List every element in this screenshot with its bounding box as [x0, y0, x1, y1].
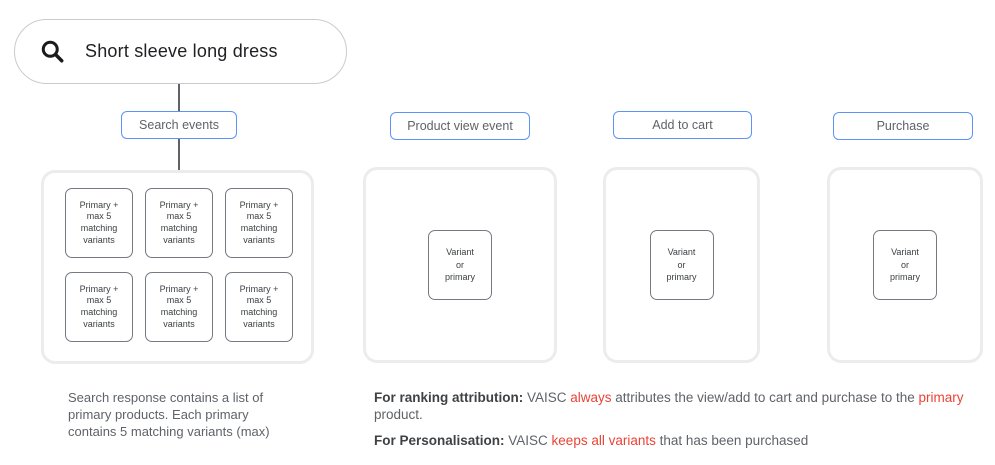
personalisation-line: For Personalisation: VAISC keeps all var…	[374, 432, 989, 449]
ranking-highlight-always: always	[570, 390, 612, 405]
primary-variant-box: Primary + max 5 matching variants	[65, 188, 133, 258]
connector-line-top	[178, 84, 180, 111]
primary-boxes-grid: Primary + max 5 matching variants Primar…	[65, 188, 293, 342]
primary-variant-box: Primary + max 5 matching variants	[225, 272, 293, 342]
search-events-card: Primary + max 5 matching variants Primar…	[41, 170, 314, 364]
ranking-highlight-primary: primary	[918, 390, 964, 405]
personalisation-text-1: VAISC	[504, 433, 552, 448]
search-icon	[39, 38, 66, 65]
search-query-text: Short sleeve long dress	[85, 41, 278, 61]
add-to-cart-card: Variant or primary	[603, 167, 760, 363]
primary-variant-box: Primary + max 5 matching variants	[145, 188, 213, 258]
search-events-button[interactable]: Search events	[121, 111, 237, 139]
search-events-label: Search events	[139, 118, 219, 132]
primary-variant-box: Primary + max 5 matching variants	[65, 272, 133, 342]
primary-variant-box: Primary + max 5 matching variants	[145, 272, 213, 342]
product-view-card: Variant or primary	[363, 167, 557, 363]
personalisation-highlight-variants: keeps all variants	[551, 433, 656, 448]
ranking-attribution-prefix: For ranking attribution:	[374, 390, 524, 405]
search-bar[interactable]: Short sleeve long dress	[14, 19, 347, 84]
purchase-button[interactable]: Purchase	[833, 112, 973, 140]
product-view-event-button[interactable]: Product view event	[390, 112, 530, 140]
variant-or-primary-box: Variant or primary	[428, 230, 492, 300]
purchase-card: Variant or primary	[827, 167, 983, 363]
ranking-text-1: VAISC	[523, 390, 571, 405]
product-view-event-label: Product view event	[407, 119, 513, 133]
ranking-text-2: attributes the view/add to cart and purc…	[611, 390, 919, 405]
primary-variant-box: Primary + max 5 matching variants	[225, 188, 293, 258]
add-to-cart-button[interactable]: Add to cart	[613, 111, 752, 139]
search-response-note: Search response contains a list of prima…	[68, 390, 270, 439]
personalisation-prefix: For Personalisation:	[374, 433, 505, 448]
ranking-text-3: product.	[374, 407, 423, 422]
purchase-label: Purchase	[876, 119, 930, 133]
variant-or-primary-box: Variant or primary	[649, 230, 714, 300]
ranking-attribution-line: For ranking attribution: VAISC always at…	[374, 389, 989, 423]
variant-or-primary-box: Variant or primary	[873, 230, 937, 300]
attribution-notes: For ranking attribution: VAISC always at…	[374, 389, 989, 449]
add-to-cart-label: Add to cart	[652, 118, 713, 132]
personalisation-text-2: that has been purchased	[655, 433, 809, 448]
connector-line-bottom	[178, 139, 180, 170]
